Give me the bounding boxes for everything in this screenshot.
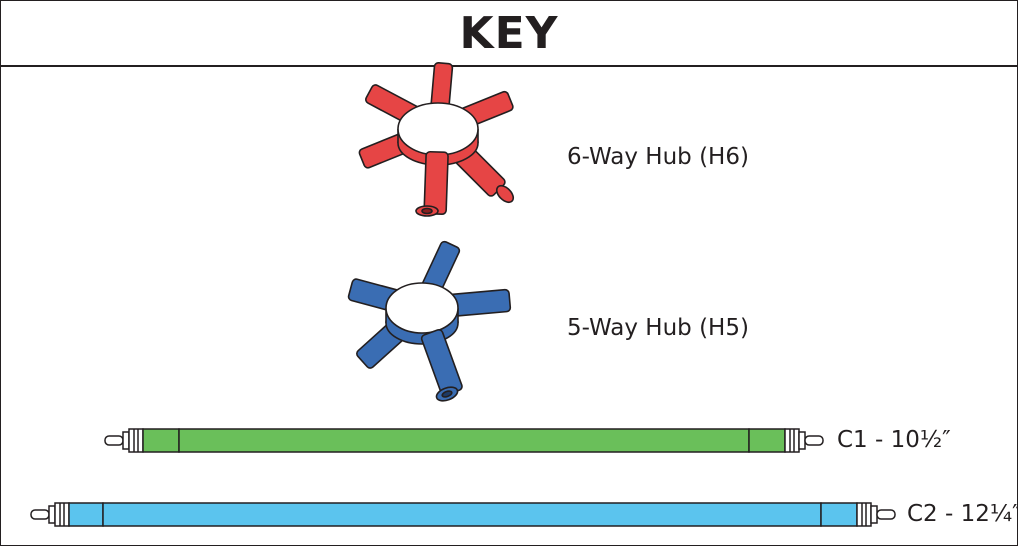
key-header: KEY	[1, 1, 1017, 67]
six-way-hub-label: 6-Way Hub (H6)	[567, 144, 749, 170]
connector-rod-c1-icon	[104, 428, 824, 453]
connector-rod-c2-icon	[30, 502, 896, 527]
connector-c1-label: C1 - 10½″	[837, 427, 951, 453]
five-way-hub-icon	[347, 240, 512, 402]
five-way-hub-label: 5-Way Hub (H5)	[567, 315, 749, 341]
connector-c2-label: C2 - 12¼″	[907, 501, 1018, 527]
six-way-hub-icon	[358, 62, 515, 217]
key-title: KEY	[459, 7, 559, 59]
